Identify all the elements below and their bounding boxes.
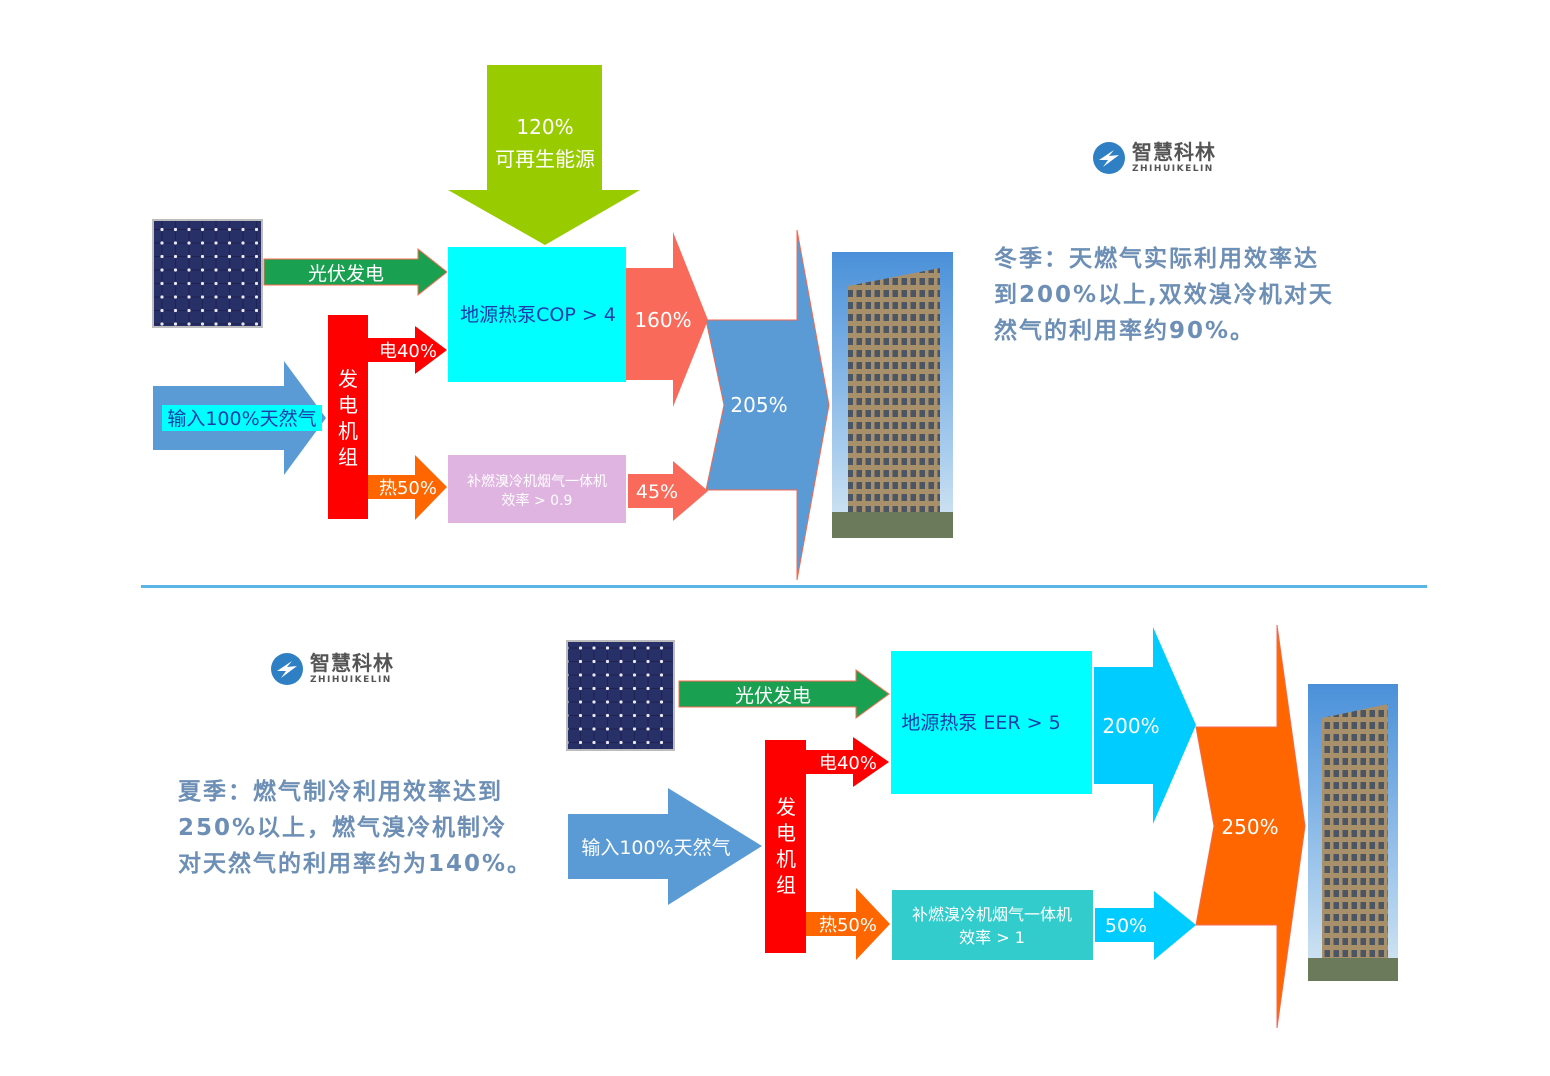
logo-en: ZHIHUIKELIN (1132, 164, 1214, 174)
chiller-line2-summer: 效率 > 1 (959, 928, 1025, 947)
input-arrow-summer (568, 788, 762, 905)
input-label: 输入100%天然气 (167, 408, 316, 430)
pv-label-summer: 光伏发电 (735, 685, 811, 707)
winter-note-line-3: 然气的利用率约90%。 (994, 318, 1256, 344)
logo-swoosh-icon (271, 653, 303, 685)
summer-note-line-3: 对天然气的利用率约为140%。 (178, 851, 533, 877)
total-out-summer: 250% (1221, 815, 1278, 839)
renewable-arrow (448, 65, 640, 245)
pv-arrow (263, 247, 448, 297)
generator-char-1-summer: 发 (776, 795, 796, 819)
building-image-summer (1308, 684, 1398, 981)
heat-arrow (368, 455, 447, 520)
heatpump-out-arrow (626, 232, 708, 407)
pv-arrow-summer (678, 669, 890, 719)
heatpump-label-summer: 地源热泵 EER > 5 (901, 712, 1060, 734)
solar-panel-image (152, 219, 263, 328)
generator-char-1: 发 (338, 367, 358, 391)
logo-cn: 智慧科林 (310, 651, 394, 675)
winter-note-line-2: 到200%以上,双效溴冷机对天 (994, 282, 1334, 308)
pv-label: 光伏发电 (308, 263, 384, 285)
chiller-out: 45% (636, 481, 678, 503)
generator-box (328, 315, 368, 519)
chiller-out-summer: 50% (1105, 915, 1147, 937)
winter-note-line-1: 冬季：天燃气实际利用效率达 (994, 246, 1319, 272)
heatpump-out-summer: 200% (1102, 714, 1159, 738)
logo-top: 智慧科林 ZHIHUIKELIN (1092, 141, 1216, 175)
input-label-highlight (162, 405, 322, 431)
heat-label-summer: 热50% (819, 915, 877, 936)
heat-label: 热50% (379, 478, 437, 499)
winter-note: 冬季：天燃气实际利用效率达 到200%以上,双效溴冷机对天 然气的利用率约90%… (994, 241, 1334, 349)
solar-panel-image-summer (566, 640, 675, 751)
chiller-line2: 效率 > 0.9 (502, 492, 573, 509)
chiller-box (448, 455, 626, 523)
logo-swoosh-icon (1093, 142, 1125, 174)
elec-label-summer: 电40% (819, 753, 877, 774)
elec-arrow (368, 326, 447, 374)
logo-bottom: 智慧科林 ZHIHUIKELIN (270, 652, 394, 686)
building-image (832, 252, 953, 538)
input-label-summer: 输入100%天然气 (581, 837, 730, 859)
generator-char-2: 电 (338, 393, 358, 417)
summer-note: 夏季：燃气制冷利用效率达到 250%以上，燃气溴冷机制冷 对天然气的利用率约为1… (178, 774, 532, 882)
renewable-label: 可再生能源 (495, 147, 595, 171)
renewable-pct: 120% (516, 115, 573, 139)
generator-char-2-summer: 电 (776, 821, 796, 845)
section-divider (141, 585, 1427, 588)
chiller-line1: 补燃溴冷机烟气一体机 (467, 473, 607, 490)
heatpump-out-arrow-summer (1094, 627, 1196, 824)
summer-note-line-1: 夏季：燃气制冷利用效率达到 (178, 779, 503, 805)
total-out-arrow-summer (1195, 624, 1306, 1029)
elec-label: 电40% (379, 341, 437, 362)
heatpump-box (448, 247, 626, 382)
chiller-out-arrow-summer (1095, 891, 1196, 960)
heatpump-out: 160% (634, 308, 691, 332)
generator-char-4-summer: 组 (776, 873, 796, 897)
chiller-box-summer (892, 890, 1093, 960)
elec-arrow-summer (806, 737, 889, 787)
logo-en: ZHIHUIKELIN (310, 675, 392, 685)
chiller-out-arrow (628, 461, 708, 521)
generator-box-summer (765, 740, 806, 953)
chiller-line1-summer: 补燃溴冷机烟气一体机 (912, 905, 1072, 924)
logo-cn: 智慧科林 (1132, 140, 1216, 164)
heat-arrow-summer (806, 888, 890, 960)
total-out: 205% (730, 393, 787, 417)
total-out-arrow (705, 229, 830, 581)
heatpump-label: 地源热泵COP > 4 (460, 304, 616, 326)
generator-char-3: 机 (338, 419, 358, 443)
summer-note-line-2: 250%以上，燃气溴冷机制冷 (178, 815, 508, 841)
generator-char-4: 组 (338, 445, 358, 469)
heatpump-box-summer (891, 651, 1092, 794)
generator-char-3-summer: 机 (776, 847, 796, 871)
